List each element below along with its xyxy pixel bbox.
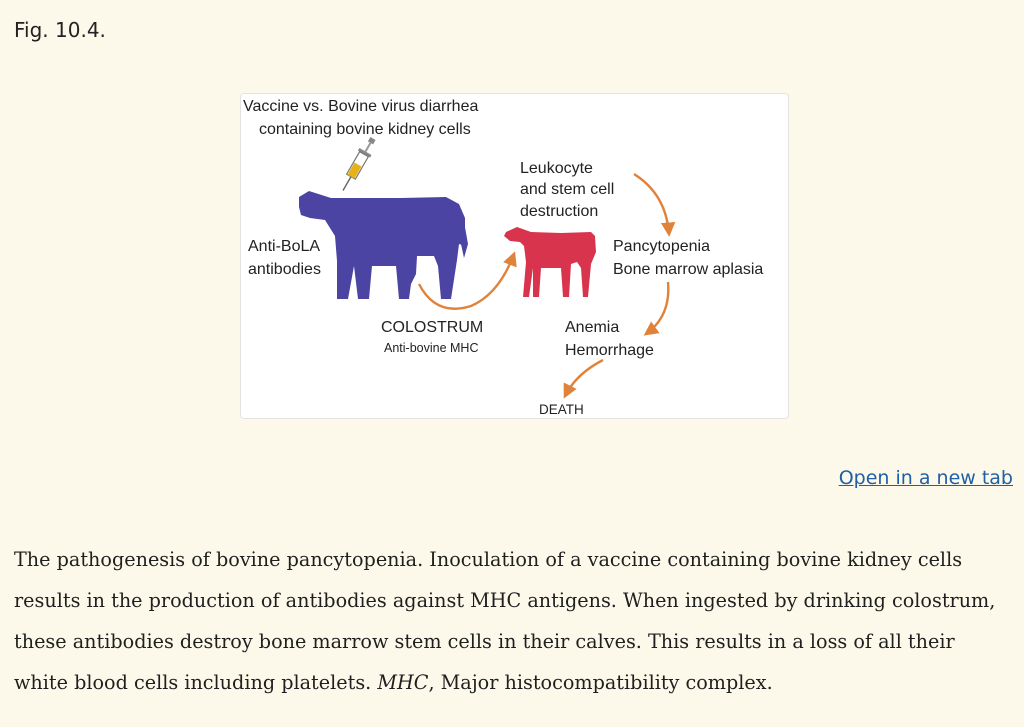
anemia-label: Anemia bbox=[565, 319, 619, 336]
arrow-to-death bbox=[563, 358, 604, 399]
leukocyte-label-line2: and stem cell bbox=[520, 181, 614, 198]
leukocyte-label-line1: Leukocyte bbox=[520, 160, 593, 177]
colostrum-label: COLOSTRUM bbox=[381, 319, 483, 336]
syringe-icon bbox=[342, 137, 376, 191]
aplasia-label: Bone marrow aplasia bbox=[613, 261, 763, 278]
figure-label: Fig. 10.4. bbox=[14, 18, 106, 42]
vaccine-label-line2: containing bovine kidney cells bbox=[259, 121, 471, 138]
caption-abbreviation: MHC bbox=[377, 671, 429, 694]
colostrum-arrow bbox=[417, 251, 517, 310]
figure-caption: The pathogenesis of bovine pancytopenia.… bbox=[14, 539, 1010, 703]
caption-text: The pathogenesis of bovine pancytopenia.… bbox=[14, 548, 996, 694]
vaccine-label-line1: Vaccine vs. Bovine virus diarrhea bbox=[243, 98, 478, 115]
anti-mhc-label: Anti-bovine MHC bbox=[384, 341, 478, 355]
hemorrhage-label: Hemorrhage bbox=[565, 342, 654, 359]
antibodies-label-line1: Anti-BoLA bbox=[248, 238, 320, 255]
figure-image: Vaccine vs. Bovine virus diarrhea contai… bbox=[240, 93, 789, 419]
death-label: DEATH bbox=[539, 402, 584, 417]
leukocyte-label-line3: destruction bbox=[520, 203, 598, 220]
pancytopenia-label: Pancytopenia bbox=[613, 238, 710, 255]
pancytopenia-diagram: Vaccine vs. Bovine virus diarrhea contai… bbox=[243, 98, 763, 417]
cow-silhouette bbox=[299, 191, 468, 299]
calf-silhouette bbox=[504, 227, 596, 297]
antibodies-label-line2: antibodies bbox=[248, 261, 321, 278]
open-in-new-tab-link[interactable]: Open in a new tab bbox=[838, 467, 1013, 489]
arrow-to-anemia bbox=[643, 281, 670, 336]
arrow-to-pancytopenia bbox=[633, 172, 676, 237]
caption-abbreviation-definition: , Major histocompatibility complex. bbox=[428, 671, 773, 694]
